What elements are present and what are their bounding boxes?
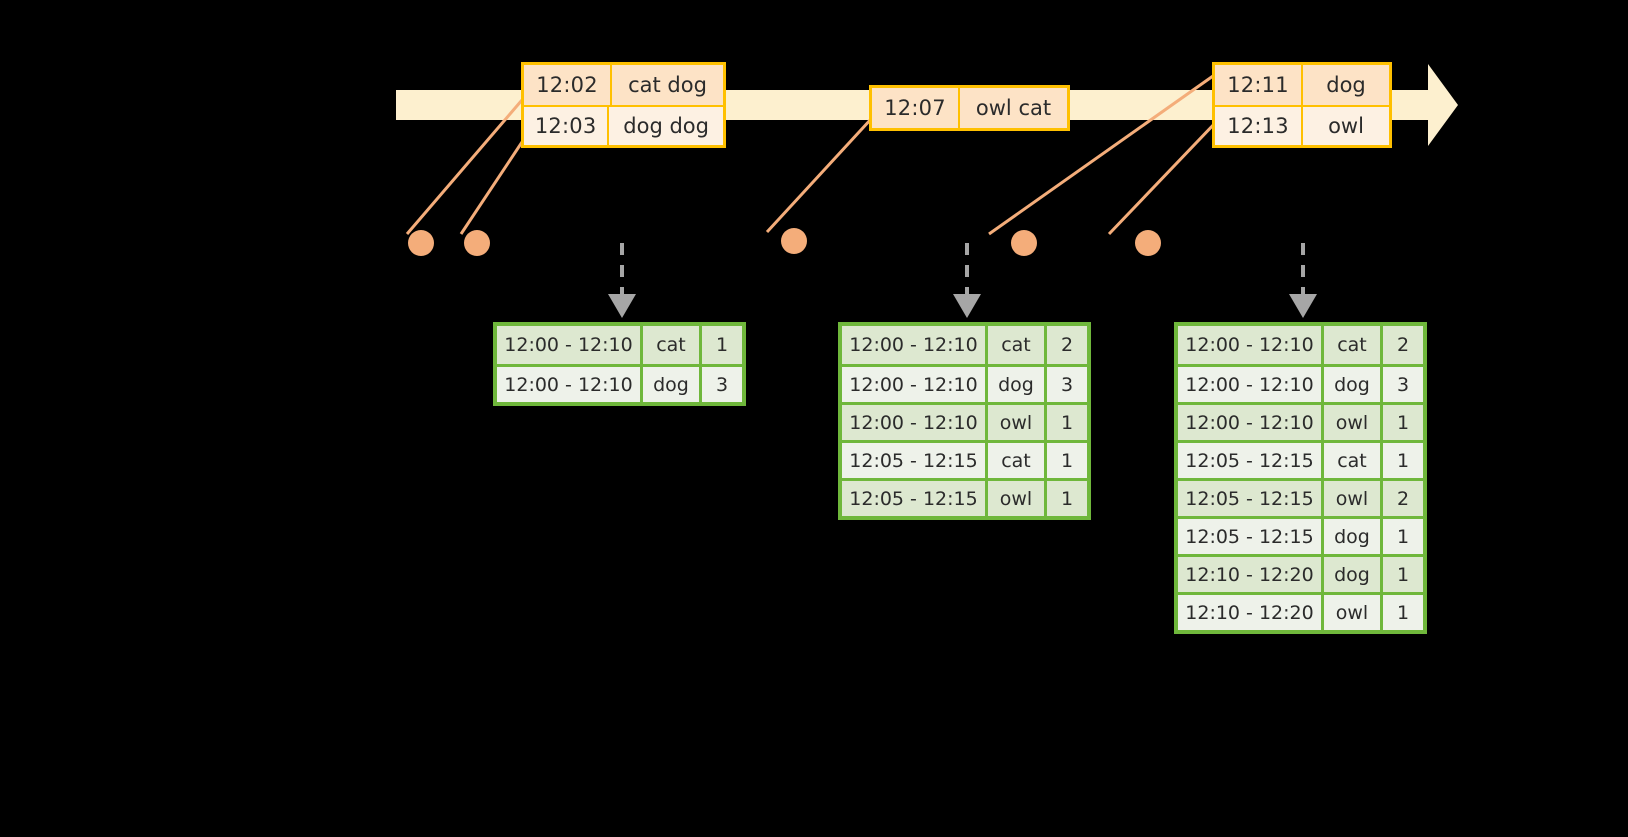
event-dot[interactable] (781, 228, 807, 254)
cell-window: 12:00 - 12:10 (842, 405, 988, 440)
cell-count: 1 (1060, 411, 1074, 434)
cell-word: dog (1324, 557, 1383, 592)
dashed-arrow-heads (608, 294, 1317, 318)
event-time: 12:07 (872, 88, 960, 128)
cell-count: 1 (715, 334, 729, 356)
cell-count: 3 (1060, 373, 1074, 396)
cell-count: 2 (1060, 334, 1074, 356)
cell-count: 1 (1396, 411, 1410, 434)
cell-count: 1 (1396, 563, 1410, 586)
cell-window: 12:00 - 12:10 (842, 367, 988, 402)
cell-window: 12:00 - 12:10 (1178, 405, 1324, 440)
event-words: dog dog (623, 114, 709, 138)
event-row[interactable]: 12:13 owl (1215, 105, 1389, 145)
cell-window: 12:05 - 12:15 (1178, 481, 1324, 516)
cell-count: 2 (1396, 487, 1410, 510)
event-row[interactable]: 12:03 dog dog (524, 105, 723, 145)
event-time: 12:02 (524, 65, 612, 105)
cell-word: owl (988, 481, 1047, 516)
cell-word: owl (1324, 405, 1383, 440)
cell-count: 1 (1396, 601, 1410, 624)
event-dot[interactable] (408, 230, 434, 256)
event-words: owl cat (975, 96, 1052, 120)
event-row[interactable]: 12:02 cat dog (524, 65, 723, 105)
cell-count: 1 (1060, 487, 1074, 510)
dashed-arrow-group (620, 243, 1305, 296)
cell-word: cat (988, 326, 1047, 364)
cell-word: dog (643, 367, 702, 402)
event-time: 12:03 (524, 107, 610, 145)
event-words: dog (1326, 73, 1366, 97)
cell-word: cat (1324, 443, 1383, 478)
event-box-group-2[interactable]: 12:07 owl cat (869, 85, 1070, 131)
event-dot[interactable] (464, 230, 490, 256)
cell-count: 1 (1396, 449, 1410, 472)
cell-window: 12:05 - 12:15 (1178, 443, 1324, 478)
cell-word: owl (988, 405, 1047, 440)
cell-word: cat (988, 443, 1047, 478)
event-dot-group (408, 228, 1161, 256)
cell-window: 12:05 - 12:15 (842, 443, 988, 478)
cell-window: 12:05 - 12:15 (1178, 519, 1324, 554)
cell-word: cat (1324, 326, 1383, 364)
event-dot[interactable] (1135, 230, 1161, 256)
cell-window: 12:00 - 12:10 (497, 367, 643, 402)
cell-window: 12:00 - 12:10 (497, 326, 643, 364)
cell-word: cat (643, 326, 702, 364)
event-words: cat dog (628, 73, 707, 97)
cell-count: 1 (1396, 525, 1410, 548)
event-dot[interactable] (1011, 230, 1037, 256)
cell-word: dog (988, 367, 1047, 402)
event-row[interactable]: 12:07 owl cat (872, 88, 1067, 128)
cell-word: dog (1324, 519, 1383, 554)
event-box-group-1[interactable]: 12:02 cat dog 12:03 dog dog (521, 62, 726, 148)
cell-count: 3 (1396, 373, 1410, 396)
cell-window: 12:10 - 12:20 (1178, 557, 1324, 592)
cell-word: owl (1324, 595, 1383, 630)
cell-count: 3 (715, 373, 729, 396)
cell-word: dog (1324, 367, 1383, 402)
cell-word: owl (1324, 481, 1383, 516)
event-box-group-3[interactable]: 12:11 dog 12:13 owl (1212, 62, 1392, 148)
event-words: owl (1328, 114, 1364, 138)
connector-lines (405, 74, 1220, 236)
event-row[interactable]: 12:11 dog (1215, 65, 1389, 105)
event-time: 12:11 (1215, 65, 1303, 105)
event-time: 12:13 (1215, 107, 1303, 145)
cell-window: 12:10 - 12:20 (1178, 595, 1324, 630)
cell-window: 12:00 - 12:10 (842, 326, 988, 364)
cell-window: 12:00 - 12:10 (1178, 326, 1324, 364)
cell-window: 12:00 - 12:10 (1178, 367, 1324, 402)
cell-window: 12:05 - 12:15 (842, 481, 988, 516)
cell-count: 1 (1060, 449, 1074, 472)
cell-count: 2 (1396, 334, 1410, 356)
